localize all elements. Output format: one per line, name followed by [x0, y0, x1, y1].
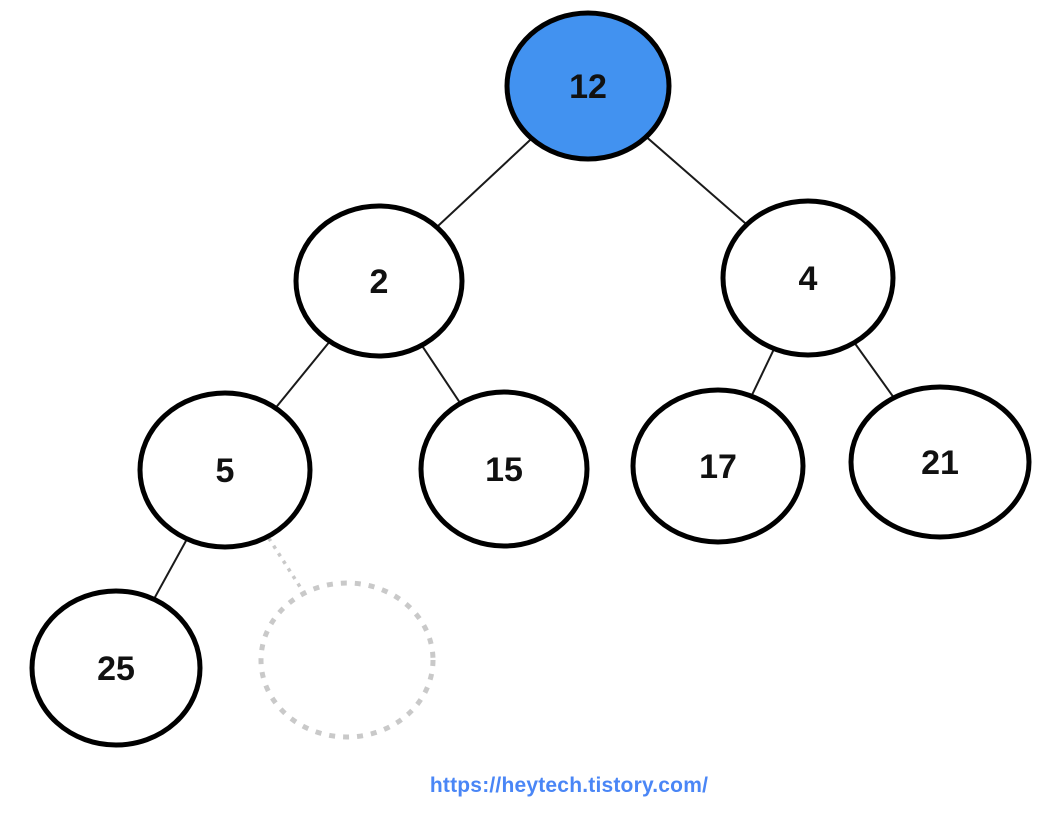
tree-node-label: 12 — [569, 68, 607, 106]
tree-node-label: 25 — [97, 650, 135, 688]
tree-node-4: 4 — [720, 198, 896, 358]
tree-node-label: 5 — [216, 452, 235, 490]
node-circle — [293, 203, 465, 359]
tree-node-label: 4 — [799, 260, 818, 298]
node-circle — [848, 384, 1032, 540]
node-circle — [504, 10, 672, 162]
node-circle — [29, 588, 203, 748]
tree-node-label: 2 — [370, 263, 389, 301]
node-circle — [630, 387, 806, 545]
tree-node-12: 12 — [504, 10, 672, 162]
placeholder-node-circle — [258, 580, 436, 740]
tree-node-5: 5 — [137, 390, 313, 550]
tree-node-placeholder — [258, 580, 436, 740]
tree-node-label: 17 — [699, 448, 737, 486]
node-circle — [418, 389, 590, 549]
node-circle — [137, 390, 313, 550]
tree-node-25: 25 — [29, 588, 203, 748]
tree-node-label: 15 — [485, 451, 523, 489]
tree-node-21: 21 — [848, 384, 1032, 540]
tree-node-17: 17 — [630, 387, 806, 545]
node-circle — [720, 198, 896, 358]
footer-url-link[interactable]: https://heytech.tistory.com/ — [429, 774, 709, 797]
tree-node-15: 15 — [418, 389, 590, 549]
tree-node-2: 2 — [293, 203, 465, 359]
tree-node-label: 21 — [921, 444, 959, 482]
